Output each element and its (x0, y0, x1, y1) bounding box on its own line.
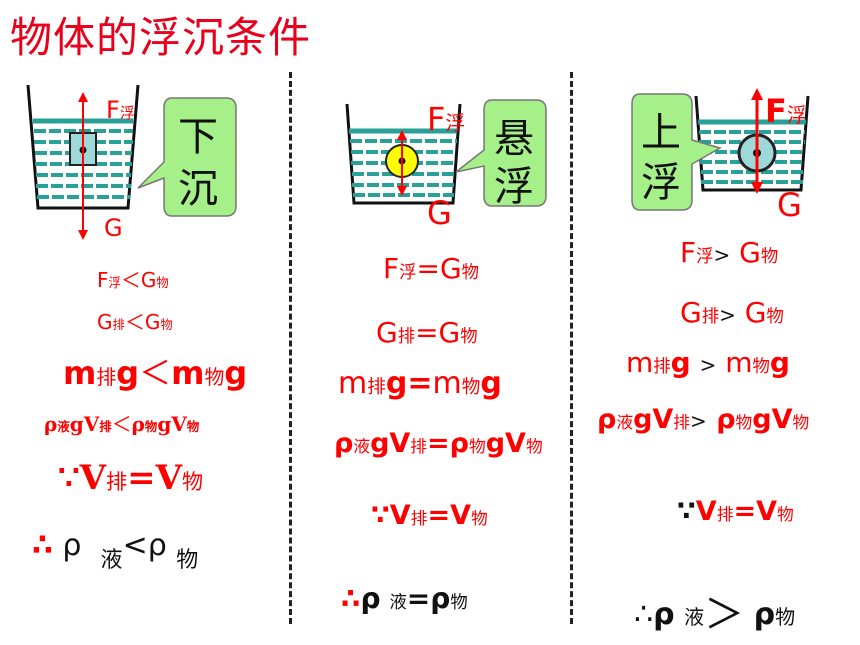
suspend-gravity-label: G (427, 194, 452, 232)
float-formula-mass: m排g > m物g (626, 346, 790, 379)
sink-formula-force: F浮＜G物 (97, 268, 169, 292)
sink-beaker-diagram (26, 84, 237, 240)
sink-gravity-label: G (104, 214, 123, 242)
suspend-beaker-diagram (345, 99, 547, 207)
float-conclusion: ∴ρ 液＞ ρ物 (634, 592, 796, 638)
float-callout (631, 93, 722, 211)
sink-formula-weight: G排＜G物 (97, 310, 173, 334)
suspend-buoyancy-label: F浮 (427, 100, 466, 138)
sink-callout (137, 97, 237, 217)
sink-state-line1: 下 (178, 114, 218, 160)
float-state-line2: 浮 (641, 160, 681, 206)
suspend-state-line1: 悬 (494, 116, 534, 162)
suspend-formula-force: F浮=G物 (383, 252, 479, 285)
suspend-callout (455, 99, 547, 207)
float-formula-weight: G排> G物 (680, 296, 784, 329)
sink-formula-mass: m排g＜m物g (63, 354, 248, 392)
suspend-state-line2: 浮 (494, 164, 534, 210)
float-formula-force: F浮> G物 (680, 236, 779, 269)
float-state-line1: 上 (641, 110, 681, 156)
sink-conclusion: ∴ ρ 液<ρ 物 (32, 528, 199, 573)
float-beaker-diagram (631, 88, 810, 211)
suspend-formula-density-volume: ρ液gV排=ρ物gV物 (334, 428, 543, 459)
float-formula-density-volume: ρ液gV排> ρ物gV物 (597, 404, 810, 435)
page-title: 物体的浮沉条件 (10, 13, 312, 62)
sink-state-line2: 沉 (178, 166, 218, 212)
float-volume-equal: ∵V排=V物 (677, 496, 794, 527)
suspend-conclusion: ∴ρ 液=ρ物 (341, 582, 468, 615)
suspend-formula-weight: G排=G物 (376, 316, 478, 349)
float-gravity-label: G (777, 186, 802, 224)
float-buoyancy-label: F浮 (765, 92, 807, 130)
suspend-formula-mass: m排g=m物g (338, 366, 502, 401)
sink-volume-equal: ∵V排=V物 (58, 458, 204, 498)
divider-left (289, 72, 292, 624)
sink-buoyancy-label: F浮 (106, 96, 135, 124)
suspend-volume-equal: ∵V排=V物 (371, 500, 488, 531)
sink-formula-density-volume: ρ液gV排＜ρ物gV物 (44, 412, 200, 436)
divider-right (570, 72, 573, 624)
